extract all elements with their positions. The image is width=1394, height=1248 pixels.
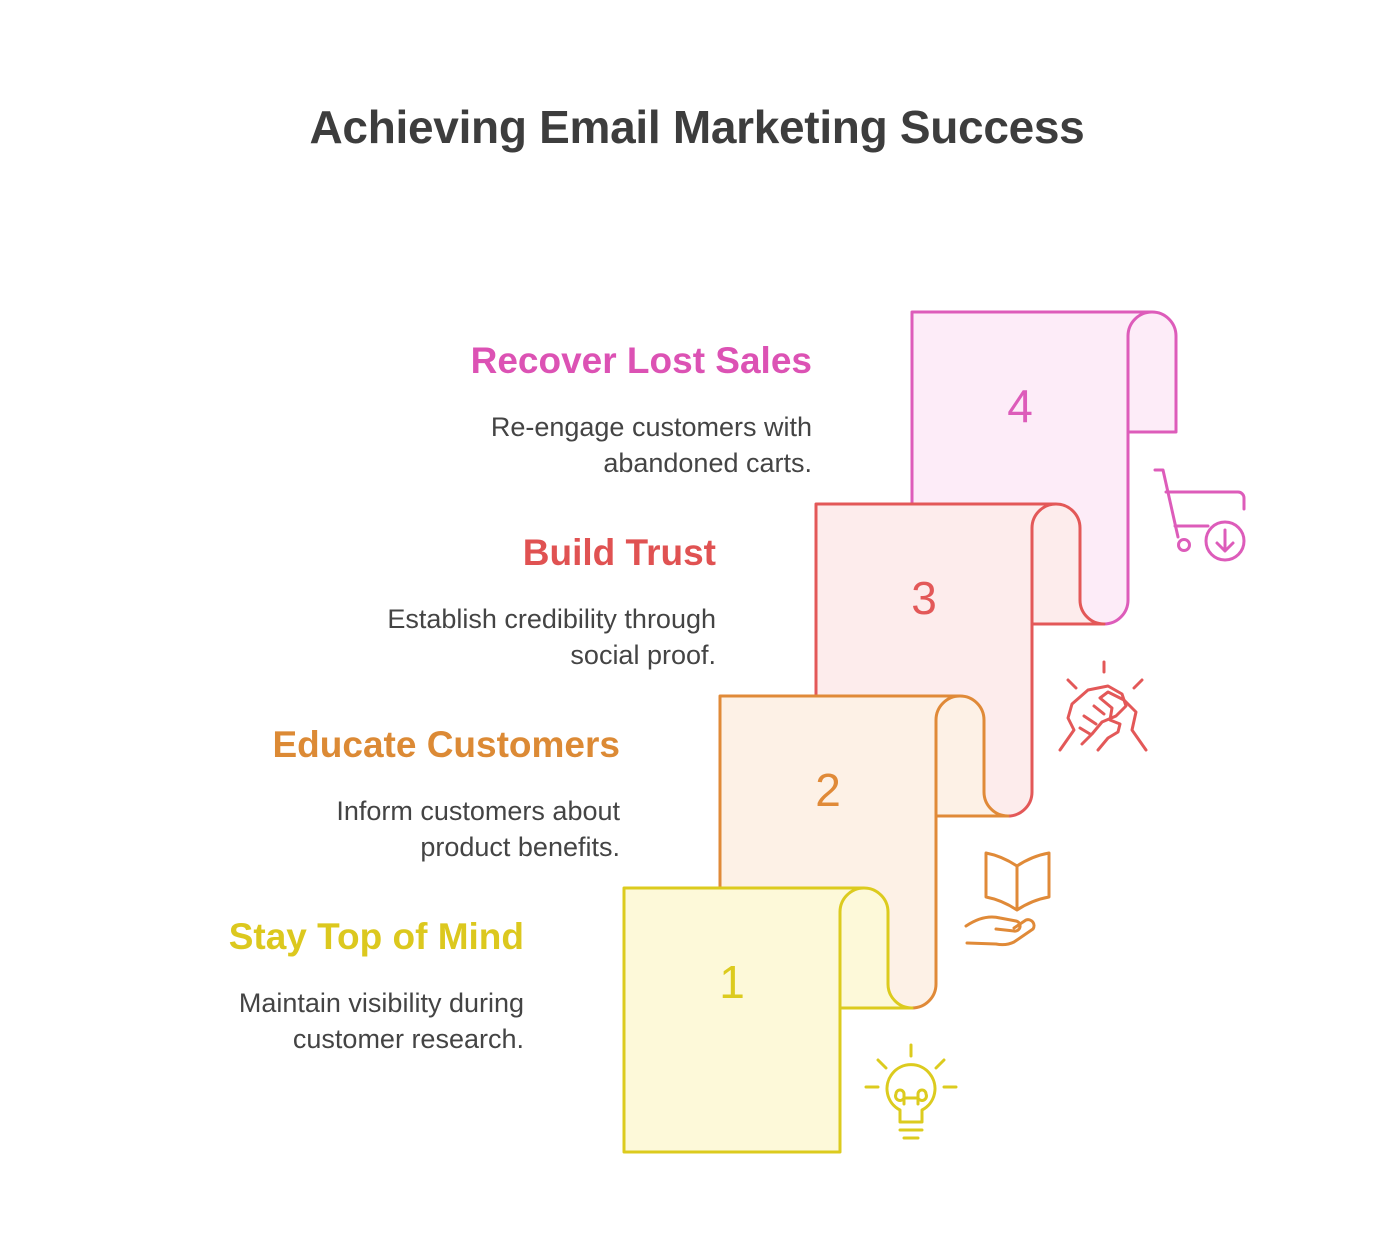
- step-1-title: Stay Top of Mind: [228, 916, 524, 957]
- step-3-description-line-2: social proof.: [570, 640, 716, 670]
- step-2-description-line-2: product benefits.: [420, 832, 620, 862]
- step-2-description: Inform customers about product benefits.: [336, 793, 620, 865]
- lightbulb-icon: [864, 1043, 958, 1140]
- step-2-description-line-1: Inform customers about: [336, 796, 620, 826]
- book-in-hand-icon: [964, 851, 1051, 947]
- step-1-number: 1: [719, 956, 745, 1008]
- step-4-description: Re-engage customers with abandoned carts…: [491, 409, 812, 481]
- step-4-description-line-1: Re-engage customers with: [490, 412, 812, 442]
- step-4-description-line-2: abandoned carts.: [603, 448, 812, 478]
- step-1-description: Maintain visibility during customer rese…: [239, 985, 524, 1057]
- handshake-icon: [1058, 660, 1148, 752]
- cart-download-icon: [1153, 468, 1246, 562]
- step-3-number: 3: [911, 572, 937, 624]
- step-4-number: 4: [1007, 380, 1033, 432]
- step-1-description-line-1: Maintain visibility during: [238, 988, 524, 1018]
- step-2-title: Educate Customers: [272, 724, 621, 765]
- step-2-number: 2: [815, 764, 841, 816]
- step-1-scroll: 1: [622, 886, 914, 1154]
- page-title: Achieving Email Marketing Success: [309, 101, 1085, 153]
- step-3-description: Establish credibility through social pro…: [387, 601, 716, 673]
- step-1-description-line-2: customer research.: [292, 1024, 524, 1054]
- step-3-title: Build Trust: [522, 532, 716, 573]
- step-4-title: Recover Lost Sales: [470, 340, 812, 381]
- step-3-description-line-1: Establish credibility through: [387, 604, 716, 634]
